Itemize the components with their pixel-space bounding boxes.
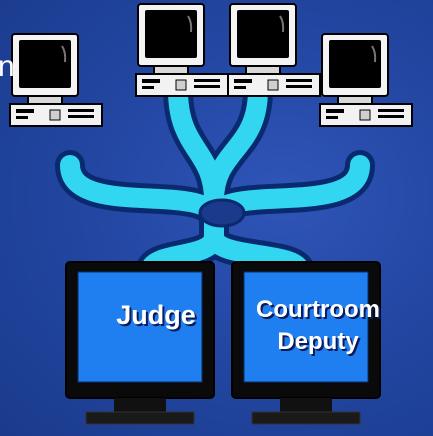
judge-screen-label: Judge xyxy=(116,300,196,330)
desktop-computer-icon xyxy=(9,33,103,127)
deputy-label-line-1: Courtroom xyxy=(256,296,380,323)
desktop-computer-icon xyxy=(135,3,229,97)
desktop-computer-icon xyxy=(319,33,413,127)
judge-monitor xyxy=(65,261,215,425)
desktop-computer-icon xyxy=(227,3,321,97)
deputy-screen-label: Courtroom Deputy xyxy=(238,294,398,359)
connector-network xyxy=(55,75,375,287)
deputy-label-line-2: Deputy xyxy=(277,328,359,356)
cropped-title-text: n xyxy=(0,50,15,83)
